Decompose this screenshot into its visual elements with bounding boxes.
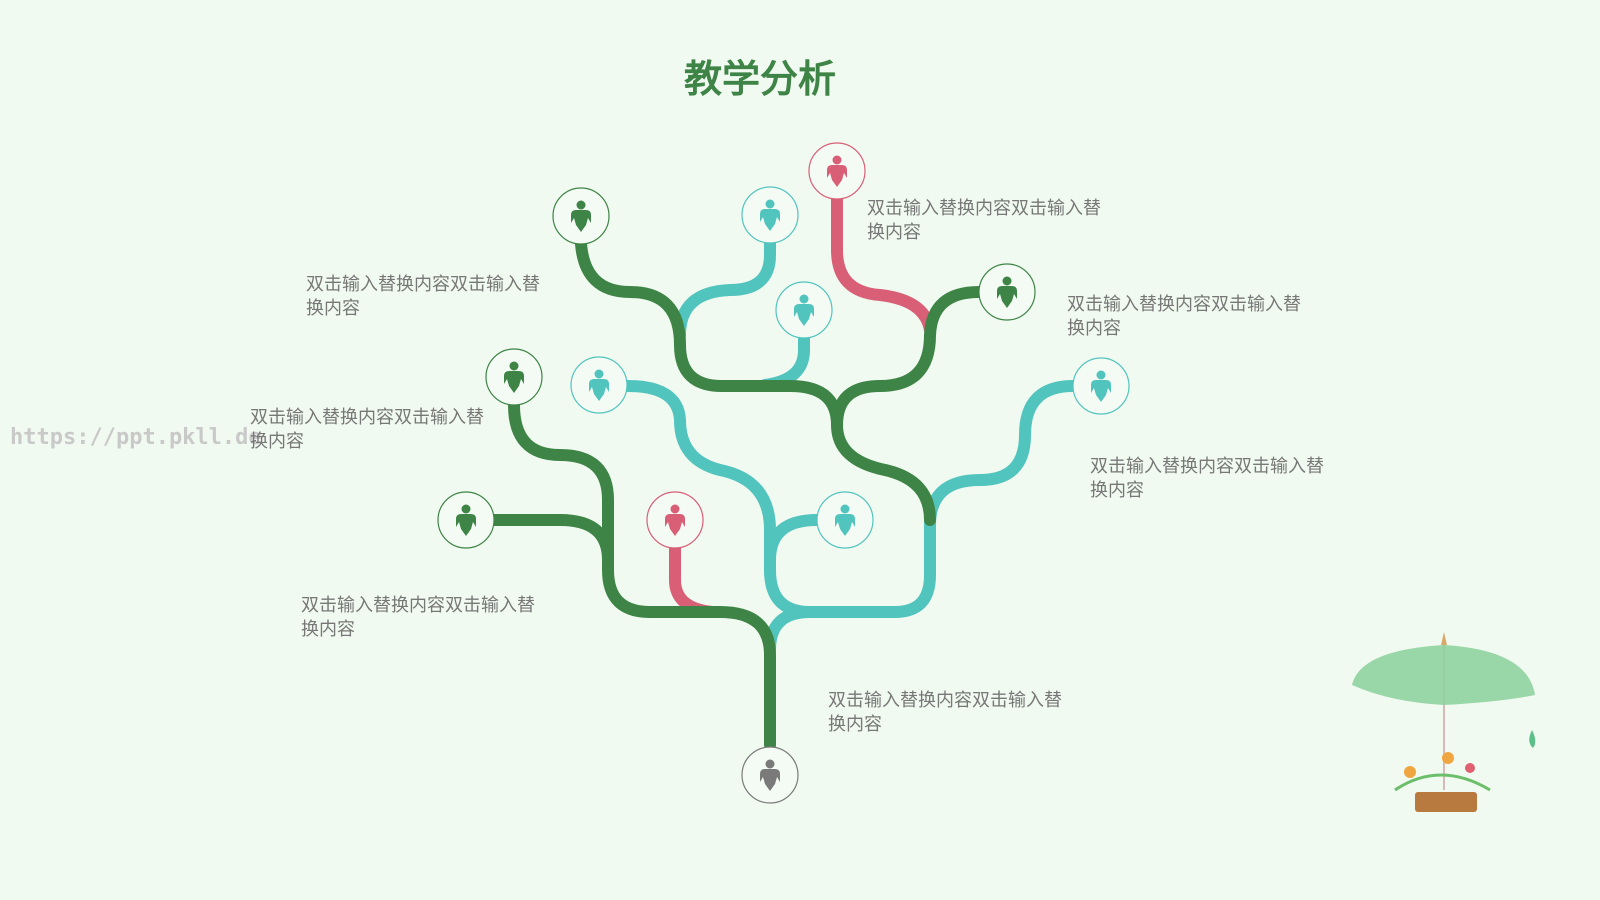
node-9[interactable]	[437, 491, 495, 549]
person-icon	[997, 276, 1017, 308]
node-1[interactable]	[552, 187, 610, 245]
branch-green-node5	[831, 286, 985, 431]
label-line: 换内容	[306, 298, 360, 319]
label-line: 双击输入替换内容双击输入替	[867, 198, 1101, 219]
label-line: 双击输入替换内容双击输入替	[301, 595, 535, 616]
label-2[interactable]: 双击输入替换内容双击输入替换内容	[306, 273, 576, 321]
watermark: https://ppt.pkll.de	[10, 425, 262, 450]
label-line: 双击输入替换内容双击输入替	[1067, 294, 1301, 315]
label-4[interactable]: 双击输入替换内容双击输入替换内容	[250, 406, 520, 454]
label-line: 双击输入替换内容双击输入替	[828, 690, 1062, 711]
person-icon	[571, 200, 591, 232]
person-icon	[1091, 370, 1111, 402]
branch-green-trunk	[508, 399, 776, 751]
node-12[interactable]	[741, 746, 799, 804]
person-icon	[456, 504, 476, 536]
node-5[interactable]	[978, 263, 1036, 321]
person-icon	[504, 361, 524, 393]
label-line: 双击输入替换内容双击输入替	[250, 407, 484, 428]
branch-teal-node11	[764, 514, 823, 566]
label-6[interactable]: 双击输入替换内容双击输入替换内容	[301, 594, 571, 642]
label-5[interactable]: 双击输入替换内容双击输入替换内容	[1090, 455, 1360, 503]
node-7[interactable]	[570, 356, 628, 414]
person-icon	[760, 759, 780, 791]
page-title: 教学分析	[683, 57, 836, 101]
node-11[interactable]	[816, 491, 874, 549]
person-icon	[760, 199, 780, 231]
branch-teal-node2	[674, 237, 776, 341]
label-line: 换内容	[828, 714, 882, 735]
label-line: 换内容	[867, 222, 921, 243]
branch-teal-left	[622, 380, 816, 618]
label-line: 双击输入替换内容双击输入替	[306, 274, 540, 295]
branch-pink-node3	[831, 193, 936, 336]
label-1[interactable]: 双击输入替换内容双击输入替换内容	[867, 197, 1137, 245]
label-line: 换内容	[1090, 480, 1144, 501]
person-icon	[835, 504, 855, 536]
label-line: 换内容	[250, 431, 304, 452]
label-line: 换内容	[1067, 318, 1121, 339]
person-icon	[589, 369, 609, 401]
branch-green-node9	[489, 514, 614, 566]
label-line: 双击输入替换内容双击输入替	[1090, 456, 1324, 477]
branch-green-upper	[575, 238, 936, 526]
node-8[interactable]	[1072, 357, 1130, 415]
node-3[interactable]	[808, 142, 866, 200]
node-4[interactable]	[775, 281, 833, 339]
label-line: 换内容	[301, 619, 355, 640]
node-6[interactable]	[485, 348, 543, 406]
person-icon	[794, 294, 814, 326]
label-3[interactable]: 双击输入替换内容双击输入替换内容	[1067, 293, 1337, 341]
node-10[interactable]	[646, 491, 704, 549]
node-2[interactable]	[741, 186, 799, 244]
person-icon	[827, 155, 847, 187]
person-icon	[665, 504, 685, 536]
label-7[interactable]: 双击输入替换内容双击输入替换内容	[828, 689, 1098, 737]
